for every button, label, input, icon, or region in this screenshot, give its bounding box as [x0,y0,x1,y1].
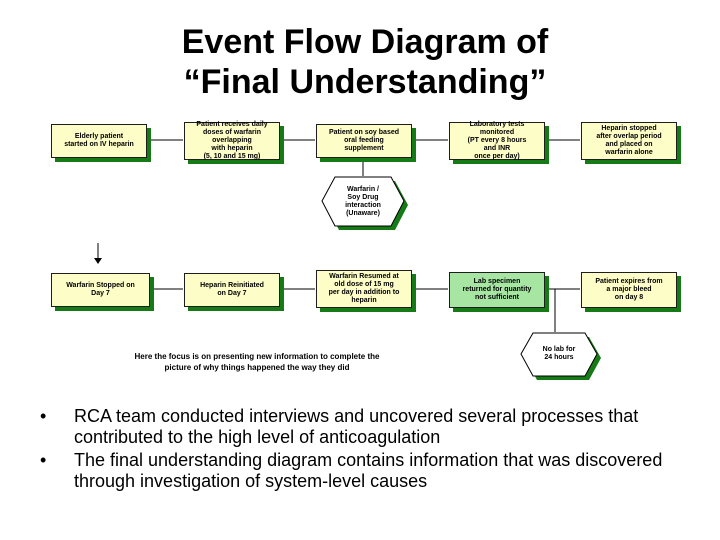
event-text: Heparin stopped after overlap period and… [596,125,662,156]
bullet-marker: • [40,406,47,426]
event-text: Heparin Reinitiated on Day 7 [200,282,264,297]
bullet-list: • RCA team conducted interviews and unco… [40,406,700,494]
condition-text: No lab for 24 hours [542,346,576,361]
event-text: Warfarin Resumed at old dose of 15 mg pe… [328,273,400,304]
event-box-bottom-5: Patient expires from a major bleed on da… [581,272,677,308]
arrowhead-down [94,258,102,264]
condition-text: Warfarin / Soy Drug interaction (Unaware… [345,186,381,217]
bullet-item: • The final understanding diagram contai… [40,450,700,492]
diagram-caption: Here the focus is on presenting new info… [134,352,380,372]
event-box-top-3: Patient on soy based oral feeding supple… [316,124,412,158]
title-line-1: Event Flow Diagram of [181,23,549,61]
event-box-top-1: Elderly patient started on IV heparin [51,124,147,158]
event-box-top-2: Patient receives daily doses of warfarin… [184,121,280,160]
title-line-2: “Final Understanding” [183,63,547,101]
bullet-item: • RCA team conducted interviews and unco… [40,406,700,448]
event-box-bottom-4: Lab specimen returned for quantity not s… [449,272,545,308]
event-text: Elderly patient started on IV heparin [64,133,134,148]
event-text: Patient on soy based oral feeding supple… [328,129,400,152]
event-box-top-4: Laboratory tests monitored (PT every 8 h… [449,121,545,160]
event-box-bottom-3: Warfarin Resumed at old dose of 15 mg pe… [316,270,412,308]
event-box-top-5: Heparin stopped after overlap period and… [581,122,677,160]
bullet-text: RCA team conducted interviews and uncove… [74,406,639,447]
bullet-marker: • [40,450,47,470]
event-text: Warfarin Stopped on Day 7 [66,282,135,297]
event-box-bottom-2: Heparin Reinitiated on Day 7 [184,273,280,307]
event-box-bottom-1: Warfarin Stopped on Day 7 [51,273,150,307]
page-title: Event Flow Diagram of “Final Understandi… [100,22,630,102]
event-text: Lab specimen returned for quantity not s… [462,278,532,301]
event-text: Patient receives daily doses of warfarin… [196,121,268,160]
event-text: Patient expires from a major bleed on da… [595,278,663,301]
condition-hexagon-top: Warfarin / Soy Drug interaction (Unaware… [320,176,410,232]
condition-hexagon-bottom: No lab for 24 hours [519,332,603,382]
event-text: Laboratory tests monitored (PT every 8 h… [467,121,527,160]
bullet-text: The final understanding diagram contains… [74,450,663,491]
